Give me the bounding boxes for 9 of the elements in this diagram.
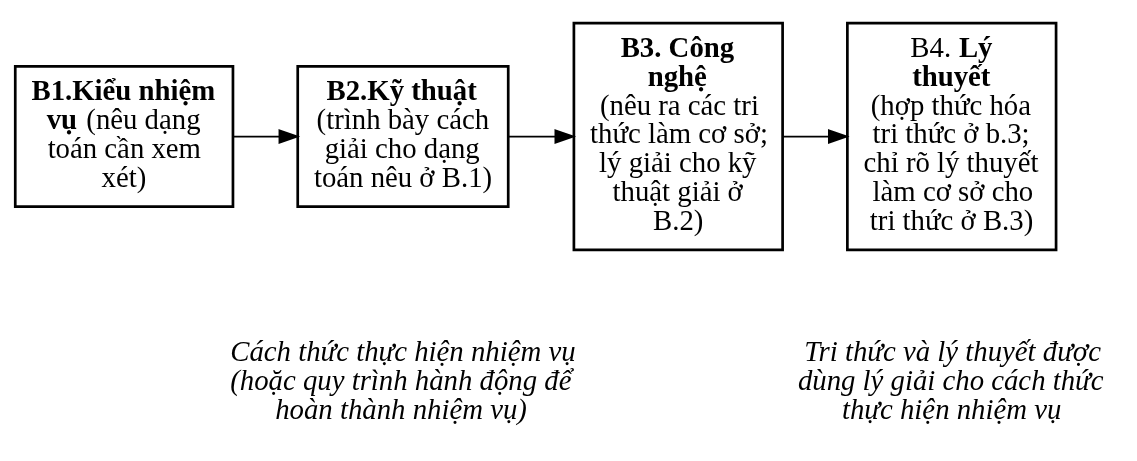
node-box: B1.Kiểu nhiệm vụ (nêu dạng toán cần xem xét) [13, 64, 235, 208]
label: Cách thức thực hiện nhiệm vụ (hoặc quy trình hành động để hoàn thành nhiệm vụ) [230, 334, 576, 425]
node-box: B2.Kỹ thuật (trình bày cách giải cho dạng toán nêu ở B.1) [296, 64, 510, 208]
arrow [507, 128, 577, 144]
arrow [782, 128, 850, 144]
arrow [232, 128, 301, 144]
label: Tri thức và lý thuyết được dùng lý giải cho cách thức thực hiện nhiệm vụ [797, 334, 1104, 425]
node-box: B4. Lý thuyết (hợp thức hóa tri thức ở b.3; chỉ rõ lý thuyết làm cơ sở cho tri thức ở B.3) [846, 21, 1058, 251]
node-box: B3. Công nghệ (nêu ra các tri thức làm cơ sở; lý giải cho kỹ thuật giải ở B.2) [572, 21, 784, 251]
